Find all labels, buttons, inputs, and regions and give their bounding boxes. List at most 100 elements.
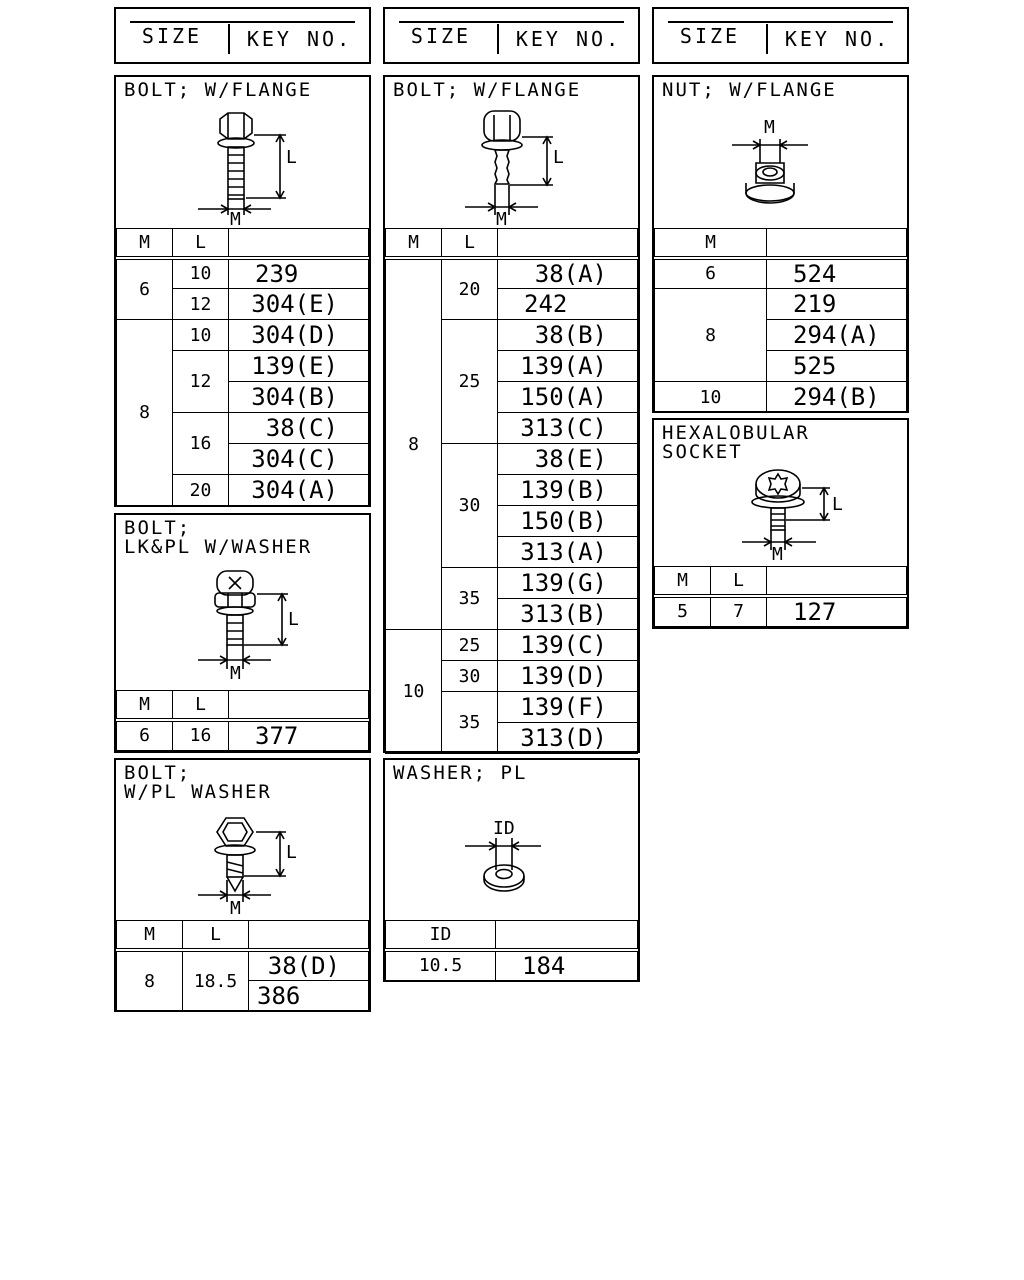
dim-l-label: L bbox=[286, 147, 297, 168]
cell-l: 7 bbox=[710, 595, 767, 627]
key-no: 219 bbox=[766, 288, 907, 320]
col-m: M bbox=[116, 228, 173, 260]
cell-m: 8 bbox=[116, 949, 183, 1012]
dim-m-label: M bbox=[764, 117, 775, 138]
cell-id: 10.5 bbox=[385, 949, 496, 981]
key-no: 304(D) bbox=[228, 319, 369, 351]
key-no: 524 bbox=[766, 257, 907, 289]
key-no: 304(E) bbox=[228, 288, 369, 320]
flange-bolt-drawing: L M bbox=[385, 105, 638, 227]
key-no: 139(C) bbox=[497, 629, 638, 661]
dim-m-label: M bbox=[772, 544, 783, 565]
key-no: 239 bbox=[228, 257, 369, 289]
key-no: 377 bbox=[228, 719, 369, 751]
cell-l: 12 bbox=[172, 350, 229, 413]
col-m: M bbox=[654, 228, 767, 260]
key-no: 313(A) bbox=[497, 536, 638, 568]
cell-l: 25 bbox=[441, 319, 498, 444]
key-no: 139(A) bbox=[497, 350, 638, 382]
key-no: 127 bbox=[766, 595, 907, 627]
key-no: 313(D) bbox=[497, 722, 638, 754]
panel-title: NUT; W/FLANGE bbox=[662, 79, 837, 101]
flange-nut-drawing: M bbox=[654, 105, 907, 227]
col-key bbox=[497, 228, 638, 260]
cell-m: 8 bbox=[654, 288, 767, 382]
panel-title: WASHER; PL bbox=[393, 762, 528, 784]
cell-l: 12 bbox=[172, 288, 229, 320]
dim-m-label: M bbox=[230, 663, 241, 684]
key-no: 38(B) bbox=[497, 319, 638, 351]
cell-l: 35 bbox=[441, 567, 498, 630]
col-m: M bbox=[654, 566, 711, 598]
hexalobular-screw-drawing: L M bbox=[654, 460, 907, 568]
key-no: 242 bbox=[497, 288, 638, 320]
dim-l-label: L bbox=[288, 609, 299, 630]
cell-l: 30 bbox=[441, 660, 498, 692]
cell-m: 6 bbox=[654, 257, 767, 289]
key-no: 304(A) bbox=[228, 474, 369, 506]
size-key-table: M L 6 10 239 12 304(E) 8 10 304(D) 12 13… bbox=[116, 228, 369, 506]
col-id: ID bbox=[385, 920, 496, 952]
cell-l: 30 bbox=[441, 443, 498, 568]
key-no: 150(B) bbox=[497, 505, 638, 537]
cell-l: 25 bbox=[441, 629, 498, 661]
col-m: M bbox=[116, 690, 173, 722]
key-no: 304(B) bbox=[228, 381, 369, 413]
key-no: 313(B) bbox=[497, 598, 638, 630]
pl-washer-bolt-drawing: L M bbox=[116, 806, 369, 918]
dim-l-label: L bbox=[553, 147, 564, 168]
cell-m: 8 bbox=[116, 319, 173, 506]
key-no: 139(D) bbox=[497, 660, 638, 692]
size-header: SIZE bbox=[679, 23, 741, 48]
cell-l: 16 bbox=[172, 412, 229, 475]
size-key-table: ID 10.5 184 bbox=[385, 920, 638, 981]
key-no: 38(A) bbox=[497, 257, 638, 289]
col-l: L bbox=[710, 566, 767, 598]
key-no: 294(B) bbox=[766, 381, 907, 413]
key-no: 38(D) bbox=[248, 949, 369, 981]
cell-m: 5 bbox=[654, 595, 711, 627]
col-key bbox=[495, 920, 638, 952]
cell-m: 8 bbox=[385, 257, 442, 630]
cell-l: 10 bbox=[172, 319, 229, 351]
size-key-table: M L 6 16 377 bbox=[116, 690, 369, 751]
panel-title: BOLT; W/FLANGE bbox=[124, 79, 313, 101]
panel-hexalobular-socket: HEXALOBULAR SOCKET L M M L 5 7 bbox=[652, 418, 909, 629]
cell-m: 6 bbox=[116, 719, 173, 751]
key-no: 150(A) bbox=[497, 381, 638, 413]
cell-l: 20 bbox=[172, 474, 229, 506]
key-no: 139(B) bbox=[497, 474, 638, 506]
panel-title: BOLT; W/PL WASHER bbox=[124, 762, 272, 803]
col-l: L bbox=[172, 690, 229, 722]
col-key bbox=[248, 920, 369, 952]
panel-bolt-lkpl-washer: BOLT; LK&PL W/WASHER L M M L 6 bbox=[114, 513, 371, 753]
size-key-table: M L 8 18.5 38(D) 386 bbox=[116, 920, 369, 1012]
key-no: 139(G) bbox=[497, 567, 638, 599]
dim-m-label: M bbox=[496, 209, 507, 227]
dim-m-label: M bbox=[230, 898, 241, 918]
panel-title: BOLT; LK&PL W/WASHER bbox=[124, 517, 313, 558]
lkpl-bolt-drawing: L M bbox=[116, 563, 369, 689]
cell-m: 6 bbox=[116, 257, 173, 320]
size-key-table: M 6 524 8 219 294(A) 525 10 294(B) bbox=[654, 228, 907, 413]
key-no: 139(E) bbox=[228, 350, 369, 382]
col-key bbox=[766, 566, 907, 598]
size-key-table: M L 8 20 38(A) 242 25 38(B) 139(A) 150(A… bbox=[385, 228, 638, 754]
cell-l: 16 bbox=[172, 719, 229, 751]
cell-l: 10 bbox=[172, 257, 229, 289]
col-key bbox=[228, 228, 369, 260]
col-l: L bbox=[182, 920, 249, 952]
col-key bbox=[228, 690, 369, 722]
key-no-header: KEY NO. bbox=[228, 24, 369, 54]
key-no: 38(E) bbox=[497, 443, 638, 475]
key-no-header: KEY NO. bbox=[766, 24, 907, 54]
dim-l-label: L bbox=[286, 842, 297, 863]
key-no: 386 bbox=[248, 980, 369, 1012]
dim-id-label: ID bbox=[493, 818, 515, 839]
size-header: SIZE bbox=[410, 23, 472, 48]
header-box-2: SIZE KEY NO. bbox=[383, 7, 640, 64]
col-l: L bbox=[172, 228, 229, 260]
dim-l-label: L bbox=[832, 494, 843, 515]
header-box-1: SIZE KEY NO. bbox=[114, 7, 371, 64]
key-no: 184 bbox=[495, 949, 638, 981]
